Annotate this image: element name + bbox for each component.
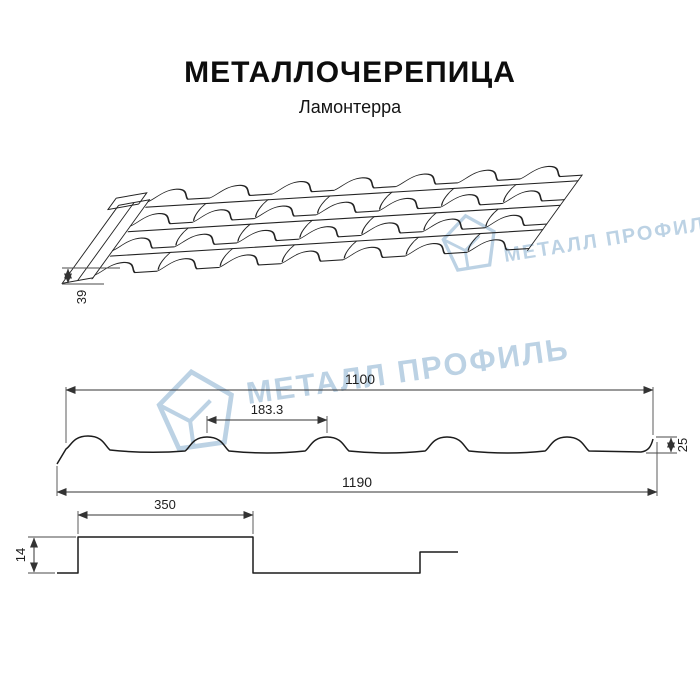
dimension-183: 183.3 — [206, 402, 328, 433]
watermark-top-right: МЕТАЛЛ ПРОФИЛЬ — [438, 210, 700, 274]
page-subtitle: Ламонтерра — [298, 97, 402, 117]
dim-39-label: 39 — [74, 290, 89, 304]
dim-1100-label: 1100 — [345, 371, 375, 387]
sheet-right-edge — [526, 174, 583, 251]
brand-logo-icon — [155, 367, 238, 451]
dimension-1100: 1100 — [65, 371, 654, 443]
page-title: МЕТАЛЛОЧЕРЕПИЦА — [184, 56, 516, 89]
dim-350-label: 350 — [154, 497, 176, 512]
profile-path — [56, 435, 654, 465]
dim-1190-label: 1190 — [342, 474, 372, 490]
dimension-14: 14 — [13, 536, 76, 574]
watermark-text: МЕТАЛЛ ПРОФИЛЬ — [244, 331, 572, 411]
dim-14-label: 14 — [13, 548, 28, 562]
watermark-text: МЕТАЛЛ ПРОФИЛЬ — [502, 211, 700, 267]
edge-strip-tab — [107, 192, 148, 211]
dim-25-label: 25 — [675, 438, 690, 452]
dimension-25: 25 — [646, 436, 690, 454]
dimension-1190: 1190 — [56, 442, 658, 496]
step-path — [57, 536, 458, 574]
dim-183-label: 183.3 — [251, 402, 284, 417]
step-profile-drawing: 350 14 — [13, 497, 458, 574]
cross-section-drawing: 1100 183.3 25 1190 — [56, 371, 690, 496]
watermark-middle: МЕТАЛЛ ПРОФИЛЬ — [155, 331, 572, 451]
header: МЕТАЛЛОЧЕРЕПИЦА Ламонтерра — [0, 56, 700, 118]
dimension-39: 39 — [62, 267, 120, 304]
dimension-350: 350 — [77, 497, 254, 534]
brand-logo-icon — [438, 210, 501, 274]
sheet-left-edge — [91, 199, 151, 280]
edge-strip — [61, 199, 151, 284]
perspective-drawing: 39 — [61, 163, 591, 304]
